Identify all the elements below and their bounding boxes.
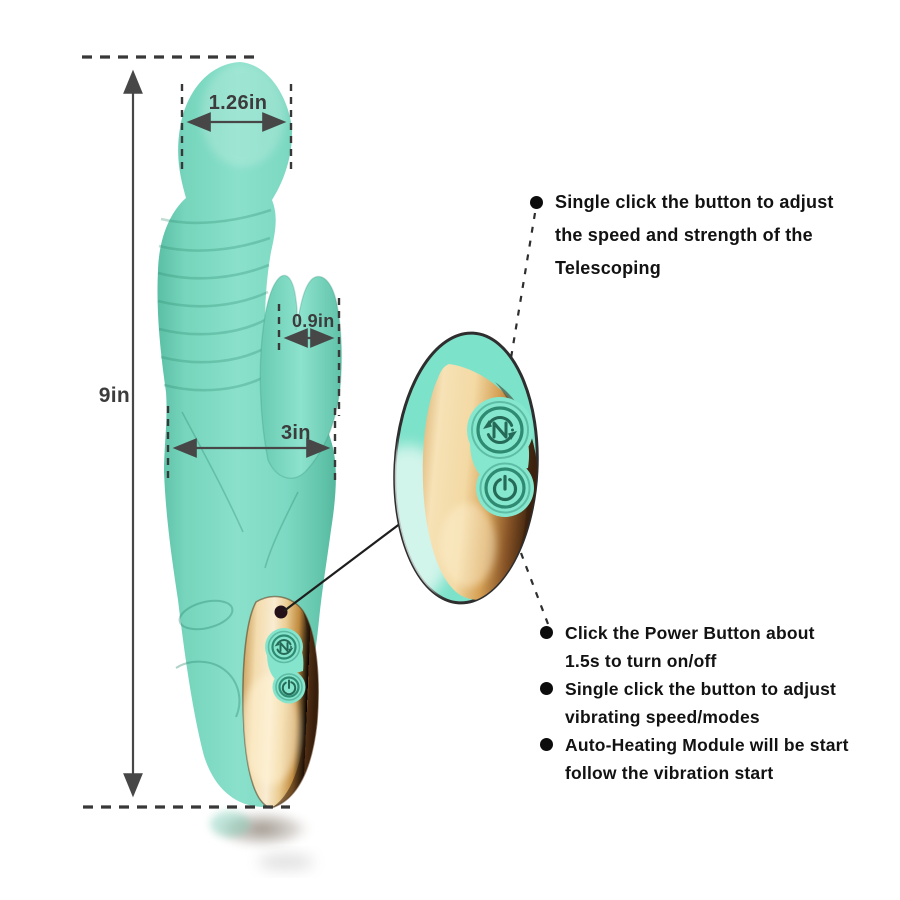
annotation-line: Single click the button to adjust bbox=[565, 679, 837, 699]
device-buttons bbox=[265, 628, 306, 704]
annotation-line: Telescoping bbox=[555, 258, 661, 278]
dim-label-ear-width: 0.9in bbox=[292, 311, 335, 331]
annotation-line: Single click the button to adjust bbox=[555, 192, 834, 212]
leader-line-solid bbox=[283, 522, 402, 612]
annotation-line: vibrating speed/modes bbox=[565, 707, 760, 727]
mode-button-icon bbox=[483, 416, 517, 444]
control-panel bbox=[242, 595, 319, 809]
annotation-vibration: Single click the button to adjust vibrat… bbox=[540, 675, 836, 731]
power-button-icon bbox=[492, 474, 518, 502]
body-creases bbox=[181, 411, 299, 569]
annotation-line: 1.5s to turn on/off bbox=[565, 651, 717, 671]
leader-line-dashed-bottom bbox=[519, 552, 550, 625]
handle-emboss-detail bbox=[175, 599, 241, 718]
dimension-lines bbox=[82, 55, 341, 809]
rabbit-ears bbox=[259, 274, 343, 479]
annotation-telescoping: Single click the button to adjust the sp… bbox=[530, 186, 834, 285]
shaft-ribs bbox=[157, 208, 272, 392]
bullet-dot bbox=[540, 738, 553, 751]
bullet-dot bbox=[540, 626, 553, 639]
annotation-heating: Auto-Heating Module will be start follow… bbox=[540, 731, 849, 787]
dim-label-head-width: 1.26in bbox=[208, 92, 268, 114]
pointer-dot bbox=[274, 605, 288, 619]
floor-reflection bbox=[208, 808, 316, 870]
magnified-buttons bbox=[467, 397, 534, 517]
dim-label-body-width: 3in bbox=[281, 422, 311, 444]
magnifier bbox=[388, 331, 539, 605]
power-button-small-icon bbox=[281, 679, 297, 696]
leader-line-dashed-top bbox=[508, 212, 537, 365]
annotation-power: Click the Power Button about 1.5s to tur… bbox=[540, 619, 815, 675]
dim-label-height: 9in bbox=[98, 384, 130, 407]
bullet-dot bbox=[540, 682, 553, 695]
annotation-line: follow the vibration start bbox=[565, 763, 774, 783]
annotation-line: Click the Power Button about bbox=[565, 623, 815, 643]
mode-button-small-icon bbox=[274, 639, 294, 655]
head-highlight bbox=[201, 63, 285, 167]
bullet-dot bbox=[530, 196, 543, 209]
annotation-line: the speed and strength of the bbox=[555, 225, 813, 245]
annotation-line: Auto-Heating Module will be start bbox=[565, 735, 849, 755]
